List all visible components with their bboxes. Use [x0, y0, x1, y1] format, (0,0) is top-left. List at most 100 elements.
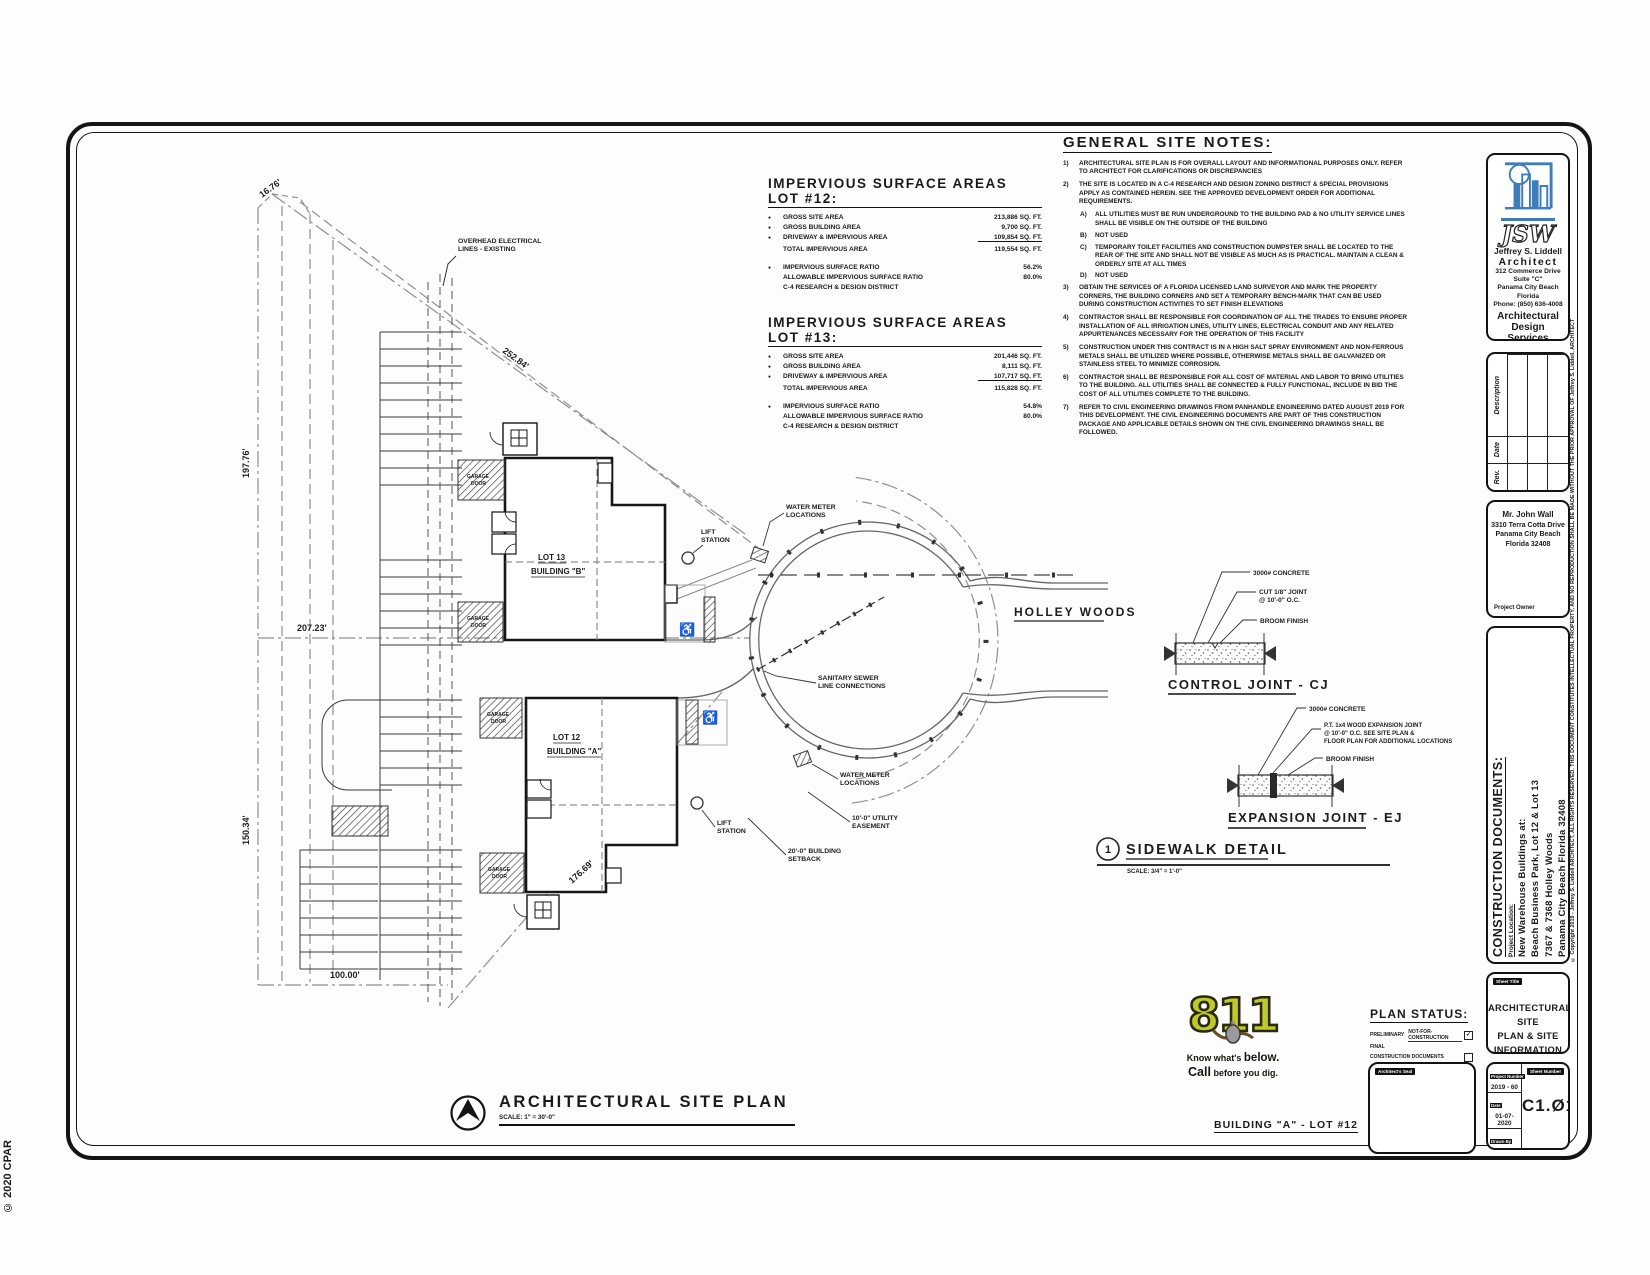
owner-caption: Project Owner	[1494, 605, 1535, 611]
garage-door-a1	[479, 697, 523, 739]
north-arrow-icon	[450, 1095, 486, 1131]
building-note: BUILDING "A" - LOT #12	[1214, 1119, 1358, 1133]
street-name: HOLLEY WOODS	[1014, 605, 1136, 619]
note-subitem: B) NOT USED	[1080, 231, 1129, 239]
note-item: 6) CONTRACTOR SHALL BE RESPONSIBLE FOR A…	[1063, 374, 1404, 398]
revision-header-date: Date	[1494, 442, 1501, 458]
revision-lane	[1508, 354, 1528, 436]
buildings	[457, 422, 728, 930]
utility-easement-label: 10'-0" UTILITY	[852, 815, 898, 822]
svg-text:LOCATIONS: LOCATIONS	[786, 512, 826, 519]
dim-150-34: 150.34'	[241, 815, 251, 845]
ej-callout-broom: BROOM FINISH	[1326, 756, 1374, 763]
general-site-notes: GENERAL SITE NOTES: 1) ARCHITECTURAL SIT…	[1063, 134, 1407, 442]
sheet-info-box: Project Number 2019 - 60 Date 01-07-2020…	[1486, 1062, 1570, 1150]
lift-station-label-upper: LIFT	[701, 529, 716, 536]
svg-text:LINE CONNECTIONS: LINE CONNECTIONS	[818, 683, 886, 690]
revision-lane	[1548, 354, 1568, 436]
parking-stalls	[299, 331, 462, 980]
owner-name: Mr. John Wall	[1502, 510, 1554, 519]
shovel-icon	[1166, 1021, 1300, 1052]
impervious-lot13-title: IMPERVIOUS SURFACE AREAS LOT #13:	[768, 315, 1042, 347]
architect-logo-box: JSW Jeffrey S. Liddell Architect 312 Com…	[1486, 153, 1570, 341]
handicap-icon: ♿	[679, 622, 695, 637]
checkbox-checked[interactable]: ✓	[1464, 1030, 1473, 1040]
svg-text:GARAGE: GARAGE	[467, 616, 490, 622]
sheet-number-caption: Sheet Number	[1527, 1068, 1565, 1075]
cj-callout-concrete: 3000# CONCRETE	[1253, 570, 1310, 577]
svg-text:DOOR: DOOR	[471, 623, 486, 629]
plan-status: PLAN STATUS: PRELIMINARY NOT-FOR-CONSTRU…	[1370, 1005, 1473, 1062]
detail-number: 1	[1105, 844, 1111, 856]
roadway-cul-de-sac	[665, 519, 1108, 761]
note-item: 1) ARCHITECTURAL SITE PLAN IS FOR OVERAL…	[1063, 160, 1403, 176]
sanitary-sewer-label: SANITARY SEWER	[818, 675, 879, 682]
seal-caption: Architect's Seal	[1375, 1068, 1416, 1075]
sheet-border-outer	[66, 122, 1592, 1160]
note-subitem: D) NOT USED	[1080, 272, 1129, 280]
svg-text:@ 10'-0" O.C.: @ 10'-0" O.C.	[1259, 597, 1300, 604]
control-joint-title: CONTROL JOINT - CJ	[1168, 677, 1329, 692]
impervious-table-lot12: IMPERVIOUS SURFACE AREAS LOT #12: ●GROSS…	[768, 176, 1042, 294]
cj-callout-broom: BROOM FINISH	[1260, 618, 1308, 625]
sidewalk-details: 3000# CONCRETE CUT 1/8" JOINT @ 10'-0" O…	[1096, 570, 1452, 875]
call-811-logo: 811 Know what's below. Call before you d…	[1166, 991, 1300, 1080]
architect-address: 312 Commerce Drive	[1495, 268, 1561, 275]
handicap-icon: ♿	[702, 710, 718, 725]
impervious-table-lot13: IMPERVIOUS SURFACE AREAS LOT #13: ●GROSS…	[768, 315, 1042, 433]
ej-callout-concrete: 3000# CONCRETE	[1309, 706, 1366, 713]
cj-callout-joint: CUT 1/8" JOINT	[1259, 589, 1307, 596]
project-line: New Warehouse Buildings at:	[1517, 818, 1528, 957]
overhead-electrical-label: OVERHEAD ELECTRICAL	[458, 238, 541, 245]
table-row: C-4 RESEARCH & DESIGN DISTRICT	[783, 284, 899, 292]
revision-header-rev: Rev.	[1494, 469, 1501, 485]
plan-status-construction-documents: CONSTRUCTION DOCUMENTS	[1370, 1052, 1473, 1062]
sheet-number: C1.Ø1	[1522, 1096, 1568, 1115]
jsw-wordmark: JSW	[1501, 221, 1556, 248]
project-owner-box: Mr. John Wall 3310 Terra Cotta Drive Pan…	[1486, 500, 1570, 618]
services-line: Architectural Design	[1497, 311, 1559, 334]
architect-seal-box: Architect's Seal	[1368, 1062, 1476, 1154]
garage-door-b1	[457, 459, 506, 501]
svg-text:EASEMENT: EASEMENT	[852, 823, 891, 830]
svg-text:LOCATIONS: LOCATIONS	[840, 780, 880, 787]
architect-name: Jeffrey S. Liddell	[1493, 246, 1563, 256]
plan-scale: SCALE: 1" = 30'-0"	[499, 1114, 555, 1121]
note-subitem: C) TEMPORARY TOILET FACILITIES AND CONST…	[1080, 243, 1404, 268]
garage-door-a2	[479, 852, 525, 894]
checkbox-empty[interactable]	[1464, 1052, 1473, 1062]
building-b-outline	[503, 456, 667, 642]
lift-station-label-lower: LIFT	[717, 820, 732, 827]
detail-number-bubble	[1096, 837, 1120, 861]
jsw-skyline-logo-icon	[1504, 162, 1553, 210]
overhead-electrical-lines	[427, 255, 457, 1006]
plan-status-preliminary: PRELIMINARY NOT-FOR-CONSTRUCTION ✓	[1370, 1028, 1473, 1042]
copyright-sidebar: © Copyright 2019 - Jeffrey S. Liddell AR…	[1570, 318, 1576, 962]
svg-text:GARAGE: GARAGE	[488, 867, 511, 873]
svg-text:STATION: STATION	[701, 537, 730, 544]
note-subitem: A) ALL UTILITIES MUST BE RUN UNDERGROUND…	[1080, 211, 1405, 227]
revision-table: Description Date Rev.	[1486, 352, 1570, 492]
table-row: C-4 RESEARCH & DESIGN DISTRICT	[783, 423, 899, 431]
plan-status-final: FINAL	[1370, 1044, 1385, 1050]
date-cell: Date 01-07-2020	[1488, 1093, 1521, 1129]
building-b-label: LOT 13	[538, 553, 566, 562]
project-number-cell: Project Number 2019 - 60	[1488, 1064, 1525, 1093]
water-meter-box-upper	[749, 546, 770, 564]
svg-text:BUILDING "A": BUILDING "A"	[547, 747, 601, 756]
general-notes-title: GENERAL SITE NOTES:	[1063, 134, 1273, 153]
water-meter-label-lower: WATER METER	[840, 772, 890, 779]
ej-callout-wood: P.T. 1x4 WOOD EXPANSION JOINT	[1324, 723, 1422, 729]
utility-lines	[681, 546, 886, 810]
svg-text:GARAGE: GARAGE	[487, 712, 510, 718]
logo-tagline-bar	[1501, 218, 1555, 221]
note-item: 7) REFER TO CIVIL ENGINEERING DRAWINGS F…	[1063, 403, 1405, 437]
